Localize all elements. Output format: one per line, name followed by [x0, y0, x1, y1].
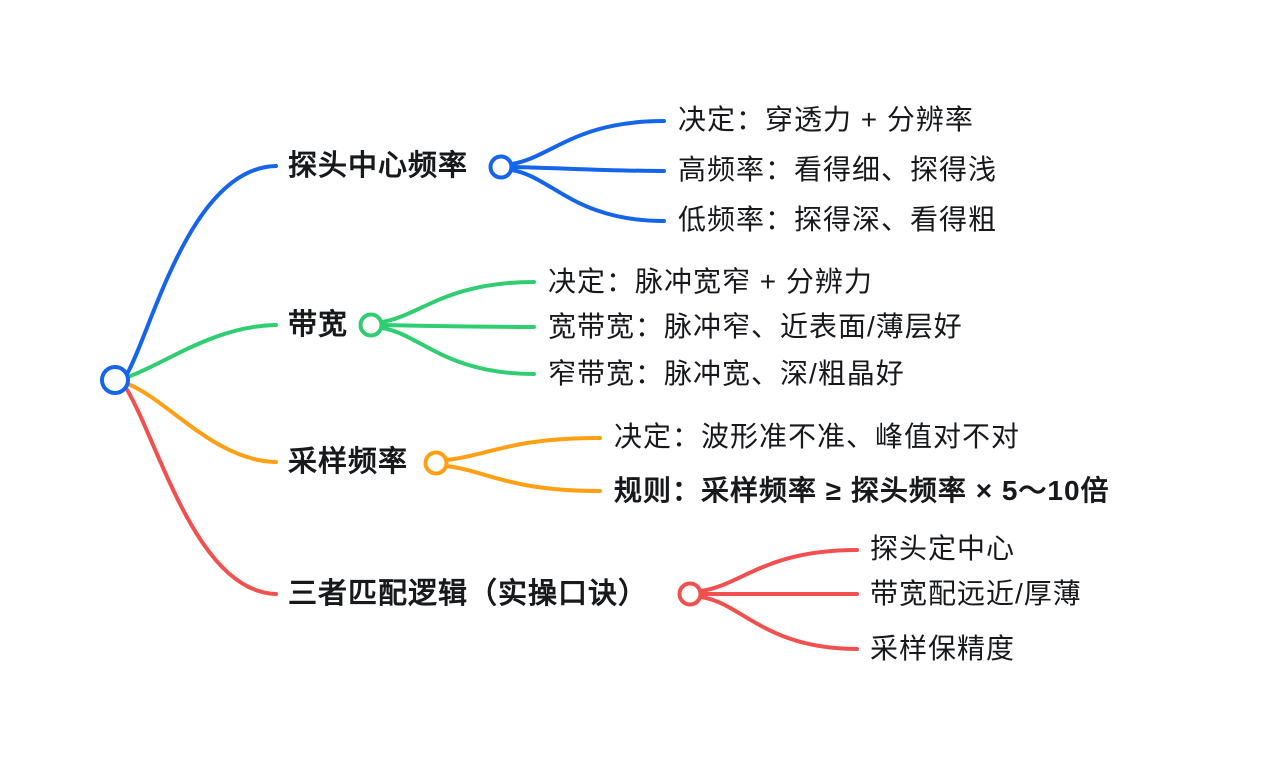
connector-matching-logic-child-1	[699, 548, 859, 593]
leaf-node[interactable]: 决定：穿透力 + 分辨率	[678, 104, 974, 135]
connector-sampling-frequency-child-2	[445, 464, 602, 493]
connector-sampling-frequency-child-1	[445, 436, 602, 462]
leaf-node[interactable]: 高频率：看得细、探得浅	[678, 154, 998, 185]
leaf-node[interactable]: 带宽配远近/厚薄	[870, 578, 1082, 609]
leaf-node[interactable]: 探头定中心	[870, 533, 1016, 564]
leaf-node[interactable]: 决定：脉冲宽窄 + 分辨力	[548, 266, 873, 297]
connector-bandwidth-child-3	[380, 326, 536, 376]
connector-root-to-sampling-frequency	[126, 382, 278, 464]
connector-probe-frequency-child-1	[510, 119, 666, 166]
leaf-node[interactable]: 决定：波形准不准、峰值对不对	[614, 421, 1021, 452]
leaf-node[interactable]: 采样保精度	[870, 633, 1016, 664]
connector-matching-logic-child-3	[699, 595, 859, 651]
node-circle-probe-frequency[interactable]	[488, 154, 514, 180]
leaf-node[interactable]: 宽带宽：脉冲窄、近表面/薄层好	[548, 311, 963, 342]
connector-root-to-probe-frequency	[125, 164, 278, 376]
connector-probe-frequency-child-3	[510, 168, 666, 223]
connector-root-to-bandwidth	[126, 323, 278, 379]
leaf-node-rule[interactable]: 规则：采样频率 ≥ 探头频率 × 5～10倍	[614, 475, 1110, 506]
leaf-node[interactable]: 低频率：探得深、看得粗	[678, 204, 998, 235]
node-label-matching-logic[interactable]: 三者匹配逻辑（实操口诀）	[288, 578, 649, 610]
leaf-node[interactable]: 窄带宽：脉冲宽、深/粗晶好	[548, 358, 905, 389]
connector-bandwidth-child-1	[380, 280, 536, 324]
node-label-sampling-frequency[interactable]: 采样频率	[288, 446, 409, 478]
root-node-circle[interactable]	[100, 365, 130, 395]
node-circle-matching-logic[interactable]	[677, 581, 703, 607]
node-label-probe-center-frequency[interactable]: 探头中心频率	[288, 150, 469, 182]
connector-root-to-matching-logic	[124, 386, 278, 596]
connector-probe-frequency-child-2	[510, 165, 666, 173]
node-circle-sampling-frequency[interactable]	[423, 450, 449, 476]
connector-bandwidth-child-2	[380, 323, 536, 329]
node-label-bandwidth[interactable]: 带宽	[288, 309, 349, 341]
node-circle-bandwidth[interactable]	[358, 312, 384, 338]
